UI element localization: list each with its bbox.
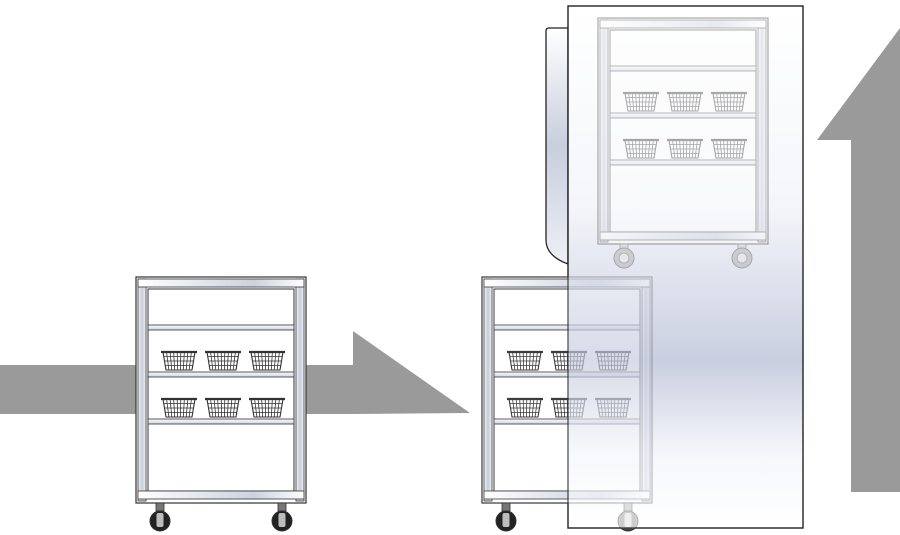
cart-shelf [493, 324, 641, 331]
up-arrow-icon [817, 28, 900, 492]
cart-post [295, 278, 305, 502]
wire-basket-icon [249, 350, 285, 371]
wire-basket-icon [595, 350, 631, 371]
cart-shelf [609, 65, 757, 72]
enclosure-side-panel [545, 27, 569, 265]
cart-top-rail [483, 278, 651, 288]
cart-top-rail [599, 19, 767, 29]
wire-basket-icon [551, 350, 587, 371]
wire-basket-icon [205, 350, 241, 371]
wire-basket-icon [161, 350, 197, 371]
wire-basket-icon [249, 397, 285, 418]
wire-basket-icon [667, 91, 703, 112]
cart-frame [481, 276, 653, 504]
cart-base [483, 490, 651, 500]
cart-post [599, 19, 609, 243]
wire-basket-icon [507, 397, 543, 418]
cart-shelf [147, 371, 295, 378]
wire-basket-icon [507, 350, 543, 371]
wire-basket-icon [623, 91, 659, 112]
cart-shelf [609, 159, 757, 166]
caster-wheel-icon [613, 243, 635, 269]
caster-wheel-icon [495, 502, 517, 532]
wire-basket-icon [507, 397, 543, 418]
caster-wheel-icon [271, 502, 293, 532]
cart-interior [147, 288, 295, 492]
cart-base [137, 490, 305, 500]
wire-basket-icon [711, 91, 747, 112]
cart-post [137, 278, 147, 502]
caster-wheel-icon [149, 502, 171, 532]
wire-basket-icon [711, 138, 747, 159]
cart-shelf [147, 324, 295, 331]
wire-basket-icon [507, 350, 543, 371]
cart-lifted-inside-enclosure [597, 17, 769, 269]
wire-basket-icon [205, 397, 241, 418]
wire-basket-icon [551, 397, 587, 418]
cart-post [757, 19, 767, 243]
cart-interior [493, 288, 641, 492]
wire-basket-icon [667, 138, 703, 159]
cart-top-rail [137, 278, 305, 288]
cart-shelf [147, 418, 295, 425]
caster-wheel-icon [731, 243, 753, 269]
cart-inside-enclosure-ghost [481, 276, 653, 532]
wire-basket-icon [161, 397, 197, 418]
cart-base [599, 231, 767, 241]
cart-shelf [493, 418, 641, 425]
cart-on-floor [135, 276, 307, 532]
wire-basket-icon [595, 397, 631, 418]
cart-shelf [493, 371, 641, 378]
cart-frame [597, 17, 769, 245]
cart-interior [609, 29, 757, 233]
cart-post [641, 278, 651, 502]
wire-basket-icon [623, 138, 659, 159]
cart-shelf [609, 112, 757, 119]
cart-post [483, 278, 493, 502]
caster-wheel-icon [617, 502, 639, 532]
